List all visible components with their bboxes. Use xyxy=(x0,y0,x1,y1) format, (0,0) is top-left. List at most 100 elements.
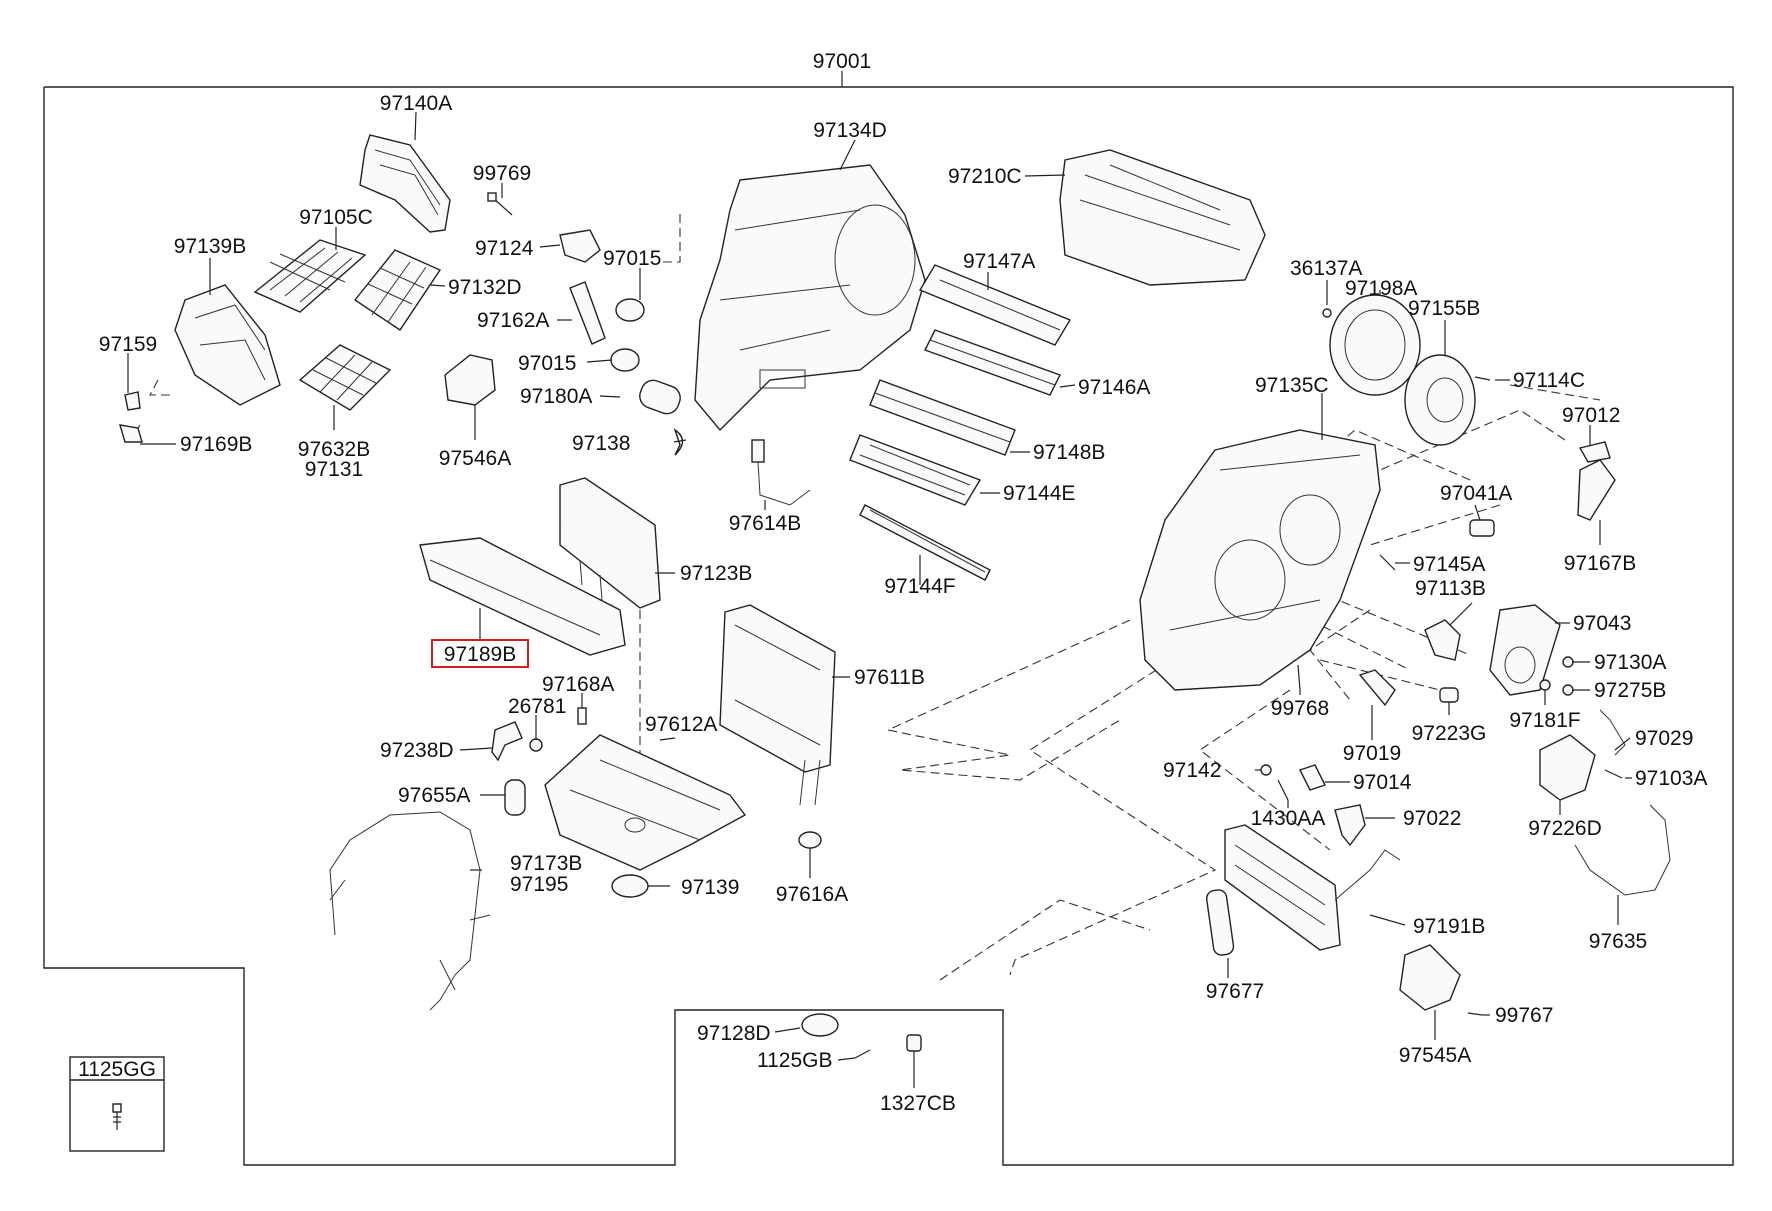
label-97611B: 97611B xyxy=(854,666,925,689)
label-97191B: 97191B xyxy=(1413,915,1485,938)
label-1327CB: 1327CB xyxy=(880,1092,956,1115)
bushing-part-97015a xyxy=(615,298,645,322)
harness-part-97635 xyxy=(1574,804,1671,896)
label-97029: 97029 xyxy=(1635,727,1693,750)
seal-part-97677 xyxy=(1205,889,1235,956)
cover-part-97210C xyxy=(1059,149,1266,286)
label-97635: 97635 xyxy=(1589,930,1647,953)
label-97131: 97131 xyxy=(305,458,363,481)
motor-part-97155B xyxy=(1404,354,1476,446)
bushing-part-97223G xyxy=(1439,687,1459,703)
label-97223G: 97223G xyxy=(1412,722,1487,745)
label-97041A: 97041A xyxy=(1440,482,1512,505)
label-97145A: 97145A xyxy=(1413,553,1485,576)
label-97162A: 97162A xyxy=(477,309,549,332)
lever-part-97019 xyxy=(1358,669,1396,707)
hose-part-97238D xyxy=(491,721,523,762)
screw-part-97275B xyxy=(1562,684,1574,696)
label-99767: 99767 xyxy=(1495,1004,1553,1027)
sensor-part-97614B xyxy=(751,439,811,506)
label-97019: 97019 xyxy=(1343,742,1401,765)
assembly-frame xyxy=(43,86,1734,1166)
label-97147A: 97147A xyxy=(963,250,1035,273)
label-97616A: 97616A xyxy=(776,883,848,906)
door-part-97144E xyxy=(849,434,982,506)
label-99768: 99768 xyxy=(1271,697,1329,720)
actuator-part-97546A xyxy=(444,354,496,406)
door-part-97144F xyxy=(859,504,991,581)
label-97014: 97014 xyxy=(1353,771,1412,794)
screw-part-1125GB xyxy=(854,1049,871,1059)
label-97135C: 97135C xyxy=(1255,374,1329,397)
lever-part-97022 xyxy=(1334,804,1366,847)
lever-part-97124 xyxy=(559,229,601,263)
label-97142: 97142 xyxy=(1163,759,1221,782)
label-97632B: 97632B xyxy=(298,438,370,461)
label-97140A: 97140A xyxy=(380,92,452,115)
filter-97132D xyxy=(353,249,442,331)
label-97139B: 97139B xyxy=(174,235,246,258)
label-97195: 97195 xyxy=(510,873,568,896)
label-97113B: 97113B xyxy=(1415,577,1486,600)
door-part-97147A xyxy=(918,264,1072,346)
label-97614B: 97614B xyxy=(729,512,801,535)
screw-part-97114C xyxy=(1474,376,1491,381)
label-1430AA: 1430AA xyxy=(1251,807,1326,830)
label-97180A: 97180A xyxy=(520,385,592,408)
leader-lines xyxy=(127,111,1632,1088)
label-97124: 97124 xyxy=(475,237,534,260)
heater-core-part-97123B xyxy=(559,477,661,609)
label-97198A: 97198A xyxy=(1345,277,1417,300)
label-97275B: 97275B xyxy=(1594,679,1666,702)
label-97173B: 97173B xyxy=(510,852,582,875)
label-97022: 97022 xyxy=(1403,807,1461,830)
lever-part-97014 xyxy=(1299,764,1326,791)
label-97546A: 97546A xyxy=(439,447,511,470)
label-97168A: 97168A xyxy=(542,673,614,696)
legend-box-label: 1125GG xyxy=(78,1058,156,1081)
wire-part-97029 xyxy=(1599,709,1626,756)
clip-part-97168A xyxy=(577,707,587,725)
label-97105C: 97105C xyxy=(299,206,373,229)
label-97677: 97677 xyxy=(1206,980,1264,1003)
label-97238D: 97238D xyxy=(380,739,454,762)
part-labels: 97140A 97134D 99769 97105C 97210C 97139B… xyxy=(99,92,1708,1115)
label-97144E: 97144E xyxy=(1003,482,1075,505)
valve-part-97616A xyxy=(798,831,822,849)
evaporator-part-97611B xyxy=(719,604,836,806)
actuator-part-97226D xyxy=(1539,734,1596,801)
lever-part-97167B xyxy=(1577,459,1616,521)
bolt-icon xyxy=(112,1103,122,1130)
label-97144F: 97144F xyxy=(884,575,955,598)
actuator-part-97545A xyxy=(1399,944,1461,1011)
filter-97632B xyxy=(298,344,392,411)
lever-part-97012 xyxy=(1578,441,1611,463)
lower-case-part-97612A xyxy=(544,734,747,871)
door-part-97148B xyxy=(869,379,1016,456)
grommet-part-97139 xyxy=(611,874,649,898)
label-97155B: 97155B xyxy=(1408,297,1480,320)
nut-part-97142 xyxy=(1260,764,1272,776)
label-97132D: 97132D xyxy=(448,276,522,299)
case-part-97134D xyxy=(694,164,926,432)
screw-part-97181F xyxy=(1539,679,1551,691)
label-97123B: 97123B xyxy=(680,562,752,585)
duct-part-97140A xyxy=(359,134,451,233)
clip-part-97169B xyxy=(119,424,143,443)
highlight-box xyxy=(431,639,529,668)
label-97146A: 97146A xyxy=(1078,376,1150,399)
ptc-heater-part-97191B xyxy=(1224,824,1401,951)
harness-part-97173B xyxy=(329,811,491,1011)
label-97181F: 97181F xyxy=(1509,709,1580,732)
tray-part-97189B xyxy=(419,537,626,656)
pin-part-1430AA xyxy=(1277,779,1289,801)
rod-part-97145A xyxy=(1379,554,1396,571)
label-97138: 97138 xyxy=(572,432,630,455)
grommet-part-97128D xyxy=(801,1013,839,1037)
label-97012: 97012 xyxy=(1562,404,1620,427)
label-97139: 97139 xyxy=(681,876,739,899)
housing-part-97135C xyxy=(1139,429,1381,691)
clip-part-97159 xyxy=(124,391,141,411)
label-97130A: 97130A xyxy=(1594,651,1666,674)
